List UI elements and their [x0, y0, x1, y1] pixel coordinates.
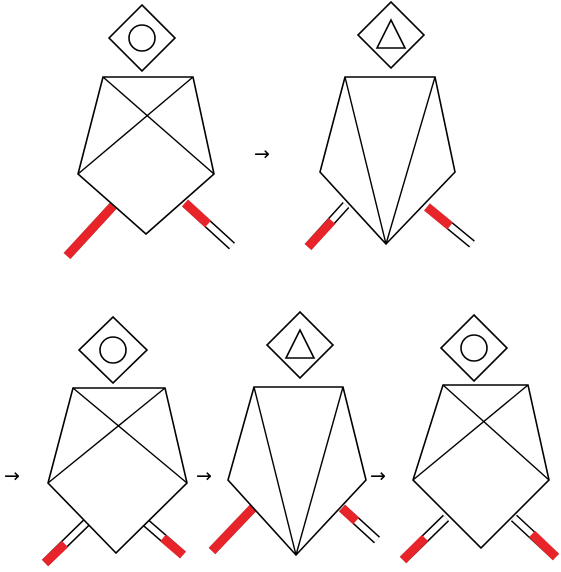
red-stick-segment — [41, 540, 69, 567]
red-stick-segment — [424, 203, 453, 230]
body-pentagon — [47, 387, 188, 555]
right-stick — [142, 518, 186, 559]
arrow-row1: → — [254, 143, 270, 165]
figure-row2-1 — [41, 315, 188, 567]
red-stick-segment — [208, 504, 257, 555]
figure-row1-2 — [304, 0, 475, 251]
body-pentagon — [227, 386, 367, 557]
arrow-row2-middle: → — [196, 465, 212, 487]
red-stick-segment — [63, 202, 117, 260]
red-stick-segment — [528, 530, 560, 561]
triangle-symbol — [284, 328, 316, 359]
arrow-row2-start: → — [4, 465, 20, 487]
red-stick-segment — [304, 217, 336, 251]
circle-symbol — [460, 334, 488, 362]
arrow-row2-end: → — [370, 465, 386, 487]
left-stick — [208, 504, 257, 555]
figure-row2-2 — [208, 310, 381, 557]
circle-symbol — [128, 24, 156, 52]
right-stick — [424, 203, 475, 248]
figure-row2-3 — [399, 313, 560, 564]
left-stick — [63, 202, 117, 260]
circle-symbol — [99, 336, 127, 364]
right-stick — [510, 514, 560, 561]
right-stick — [338, 504, 381, 544]
triangle-symbol — [375, 18, 407, 49]
body-pentagon — [77, 76, 215, 236]
red-stick-segment — [181, 199, 212, 228]
left-stick — [304, 201, 350, 251]
red-stick-segment — [160, 534, 186, 559]
red-stick-segment — [399, 534, 429, 564]
figure-row1-1 — [63, 3, 236, 260]
red-stick-segment — [338, 504, 360, 525]
body-pentagon — [412, 384, 550, 550]
right-stick — [181, 199, 236, 250]
body-pentagon — [319, 76, 456, 246]
left-stick — [399, 514, 450, 564]
left-stick — [41, 518, 91, 567]
